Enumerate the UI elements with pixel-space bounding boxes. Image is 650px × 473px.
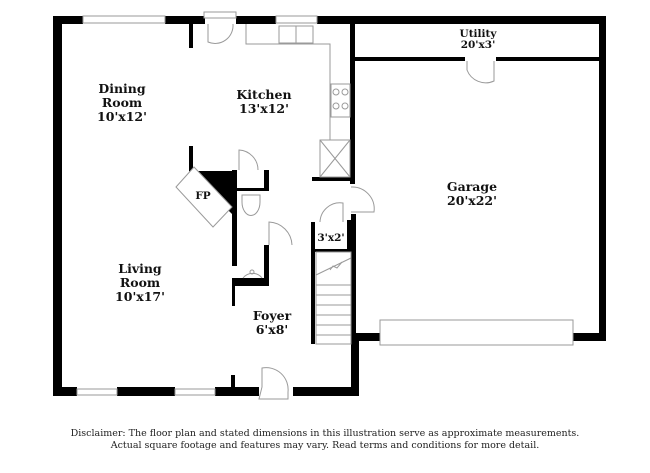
stairs bbox=[315, 251, 352, 345]
room-name-line: Room bbox=[119, 275, 161, 290]
room-label-living-room: Living Room 10'x17' bbox=[115, 262, 165, 304]
room-name-line: Living bbox=[118, 261, 162, 276]
room-dimensions: 20'x22' bbox=[447, 193, 497, 208]
disclaimer: Disclaimer: The floor plan and stated di… bbox=[0, 428, 650, 452]
room-dimensions: 10'x12' bbox=[97, 109, 147, 124]
disclaimer-line-1: Disclaimer: The floor plan and stated di… bbox=[70, 428, 580, 439]
fireplace bbox=[175, 166, 233, 228]
room-name-line: Dining bbox=[98, 81, 146, 96]
room-dimensions: 20'x3' bbox=[460, 39, 496, 51]
room-name-line: Garage bbox=[446, 179, 498, 194]
bath-fixtures bbox=[241, 194, 263, 279]
room-label-kitchen: Kitchen 13'x12' bbox=[236, 88, 291, 116]
room-name-line: Foyer bbox=[252, 308, 292, 323]
room-label-dining-room: Dining Room 10'x12' bbox=[97, 82, 147, 124]
fireplace-text: FP bbox=[195, 190, 211, 202]
walls bbox=[53, 16, 606, 396]
room-label-closet: 3'x2' bbox=[317, 233, 344, 244]
room-label-utility: Utility 20'x3' bbox=[460, 29, 497, 51]
garage-door bbox=[379, 319, 574, 346]
room-name-line: Room bbox=[101, 95, 143, 110]
kitchen-fixtures bbox=[245, 24, 351, 178]
disclaimer-line-2: Actual square footage and features may v… bbox=[110, 440, 540, 451]
windows bbox=[76, 15, 318, 396]
room-dimensions: 13'x12' bbox=[239, 101, 289, 116]
room-dimensions: 6'x8' bbox=[255, 322, 289, 337]
room-name-line: Utility bbox=[459, 28, 497, 40]
room-dimensions: 10'x17' bbox=[115, 289, 165, 304]
room-label-foyer: Foyer 6'x8' bbox=[253, 309, 291, 337]
doors bbox=[203, 11, 495, 400]
fireplace-label: FP bbox=[195, 191, 210, 202]
room-dimensions: 3'x2' bbox=[317, 232, 345, 244]
room-name-line: Kitchen bbox=[236, 87, 292, 102]
room-label-garage: Garage 20'x22' bbox=[447, 180, 497, 208]
